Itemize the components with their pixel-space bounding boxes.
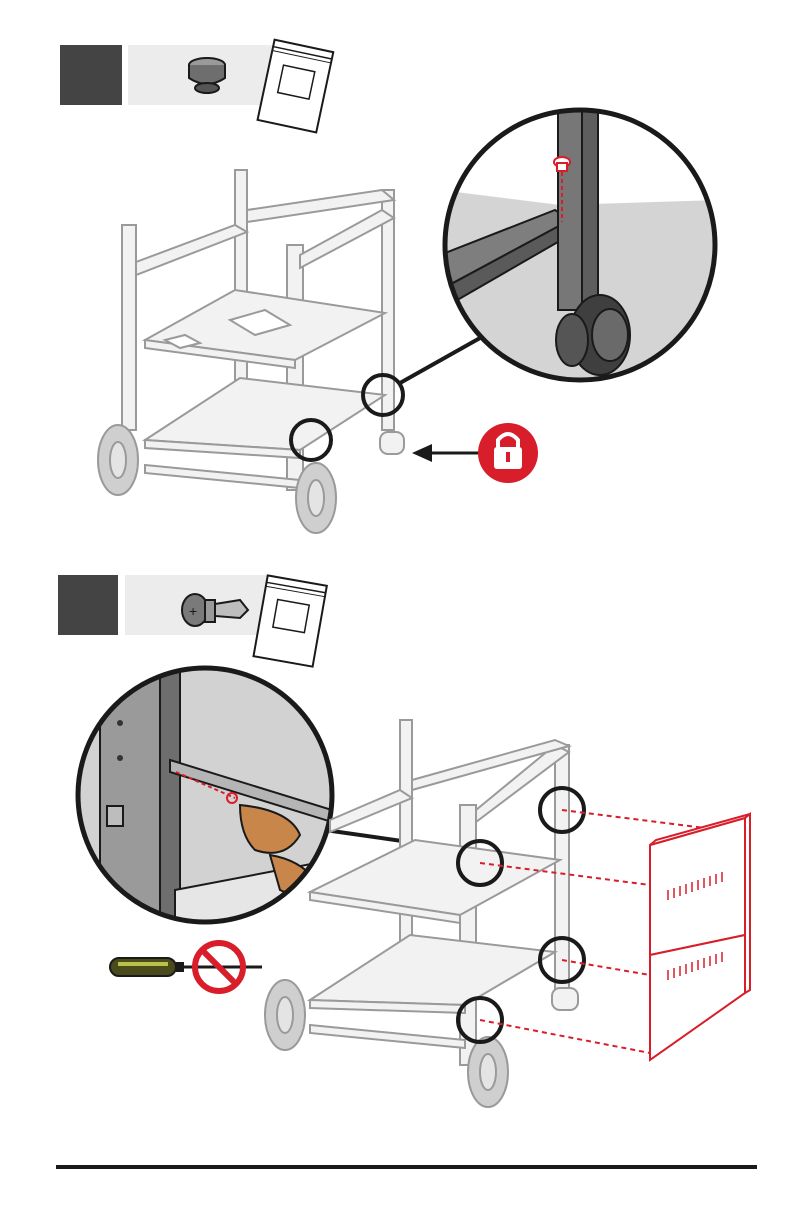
wheel-left bbox=[98, 425, 138, 495]
footer-rule bbox=[56, 1165, 757, 1169]
wheel-right bbox=[296, 463, 336, 533]
svg-text:+: + bbox=[189, 603, 197, 619]
hardware-bag-icon bbox=[258, 40, 334, 133]
push-rivet-icon: + bbox=[182, 594, 248, 626]
side-panel-red bbox=[650, 814, 750, 1060]
magnify-detail-circle bbox=[440, 105, 720, 385]
step-1-hardware bbox=[0, 0, 793, 560]
wheel-left-2 bbox=[265, 980, 305, 1050]
magnify-detail-circle-2 bbox=[78, 668, 332, 922]
cart-frame-step-1 bbox=[122, 170, 404, 490]
lock-icon bbox=[478, 423, 538, 483]
cap-part-icon bbox=[189, 58, 225, 93]
arrow-left-icon bbox=[412, 444, 480, 462]
wheel-right-2 bbox=[468, 1037, 508, 1107]
no-screwdriver-icon bbox=[110, 943, 262, 991]
cart-frame-step-2 bbox=[310, 720, 578, 1065]
hardware-bag-icon-2 bbox=[254, 575, 327, 666]
step-2-hardware: + bbox=[0, 560, 793, 1120]
